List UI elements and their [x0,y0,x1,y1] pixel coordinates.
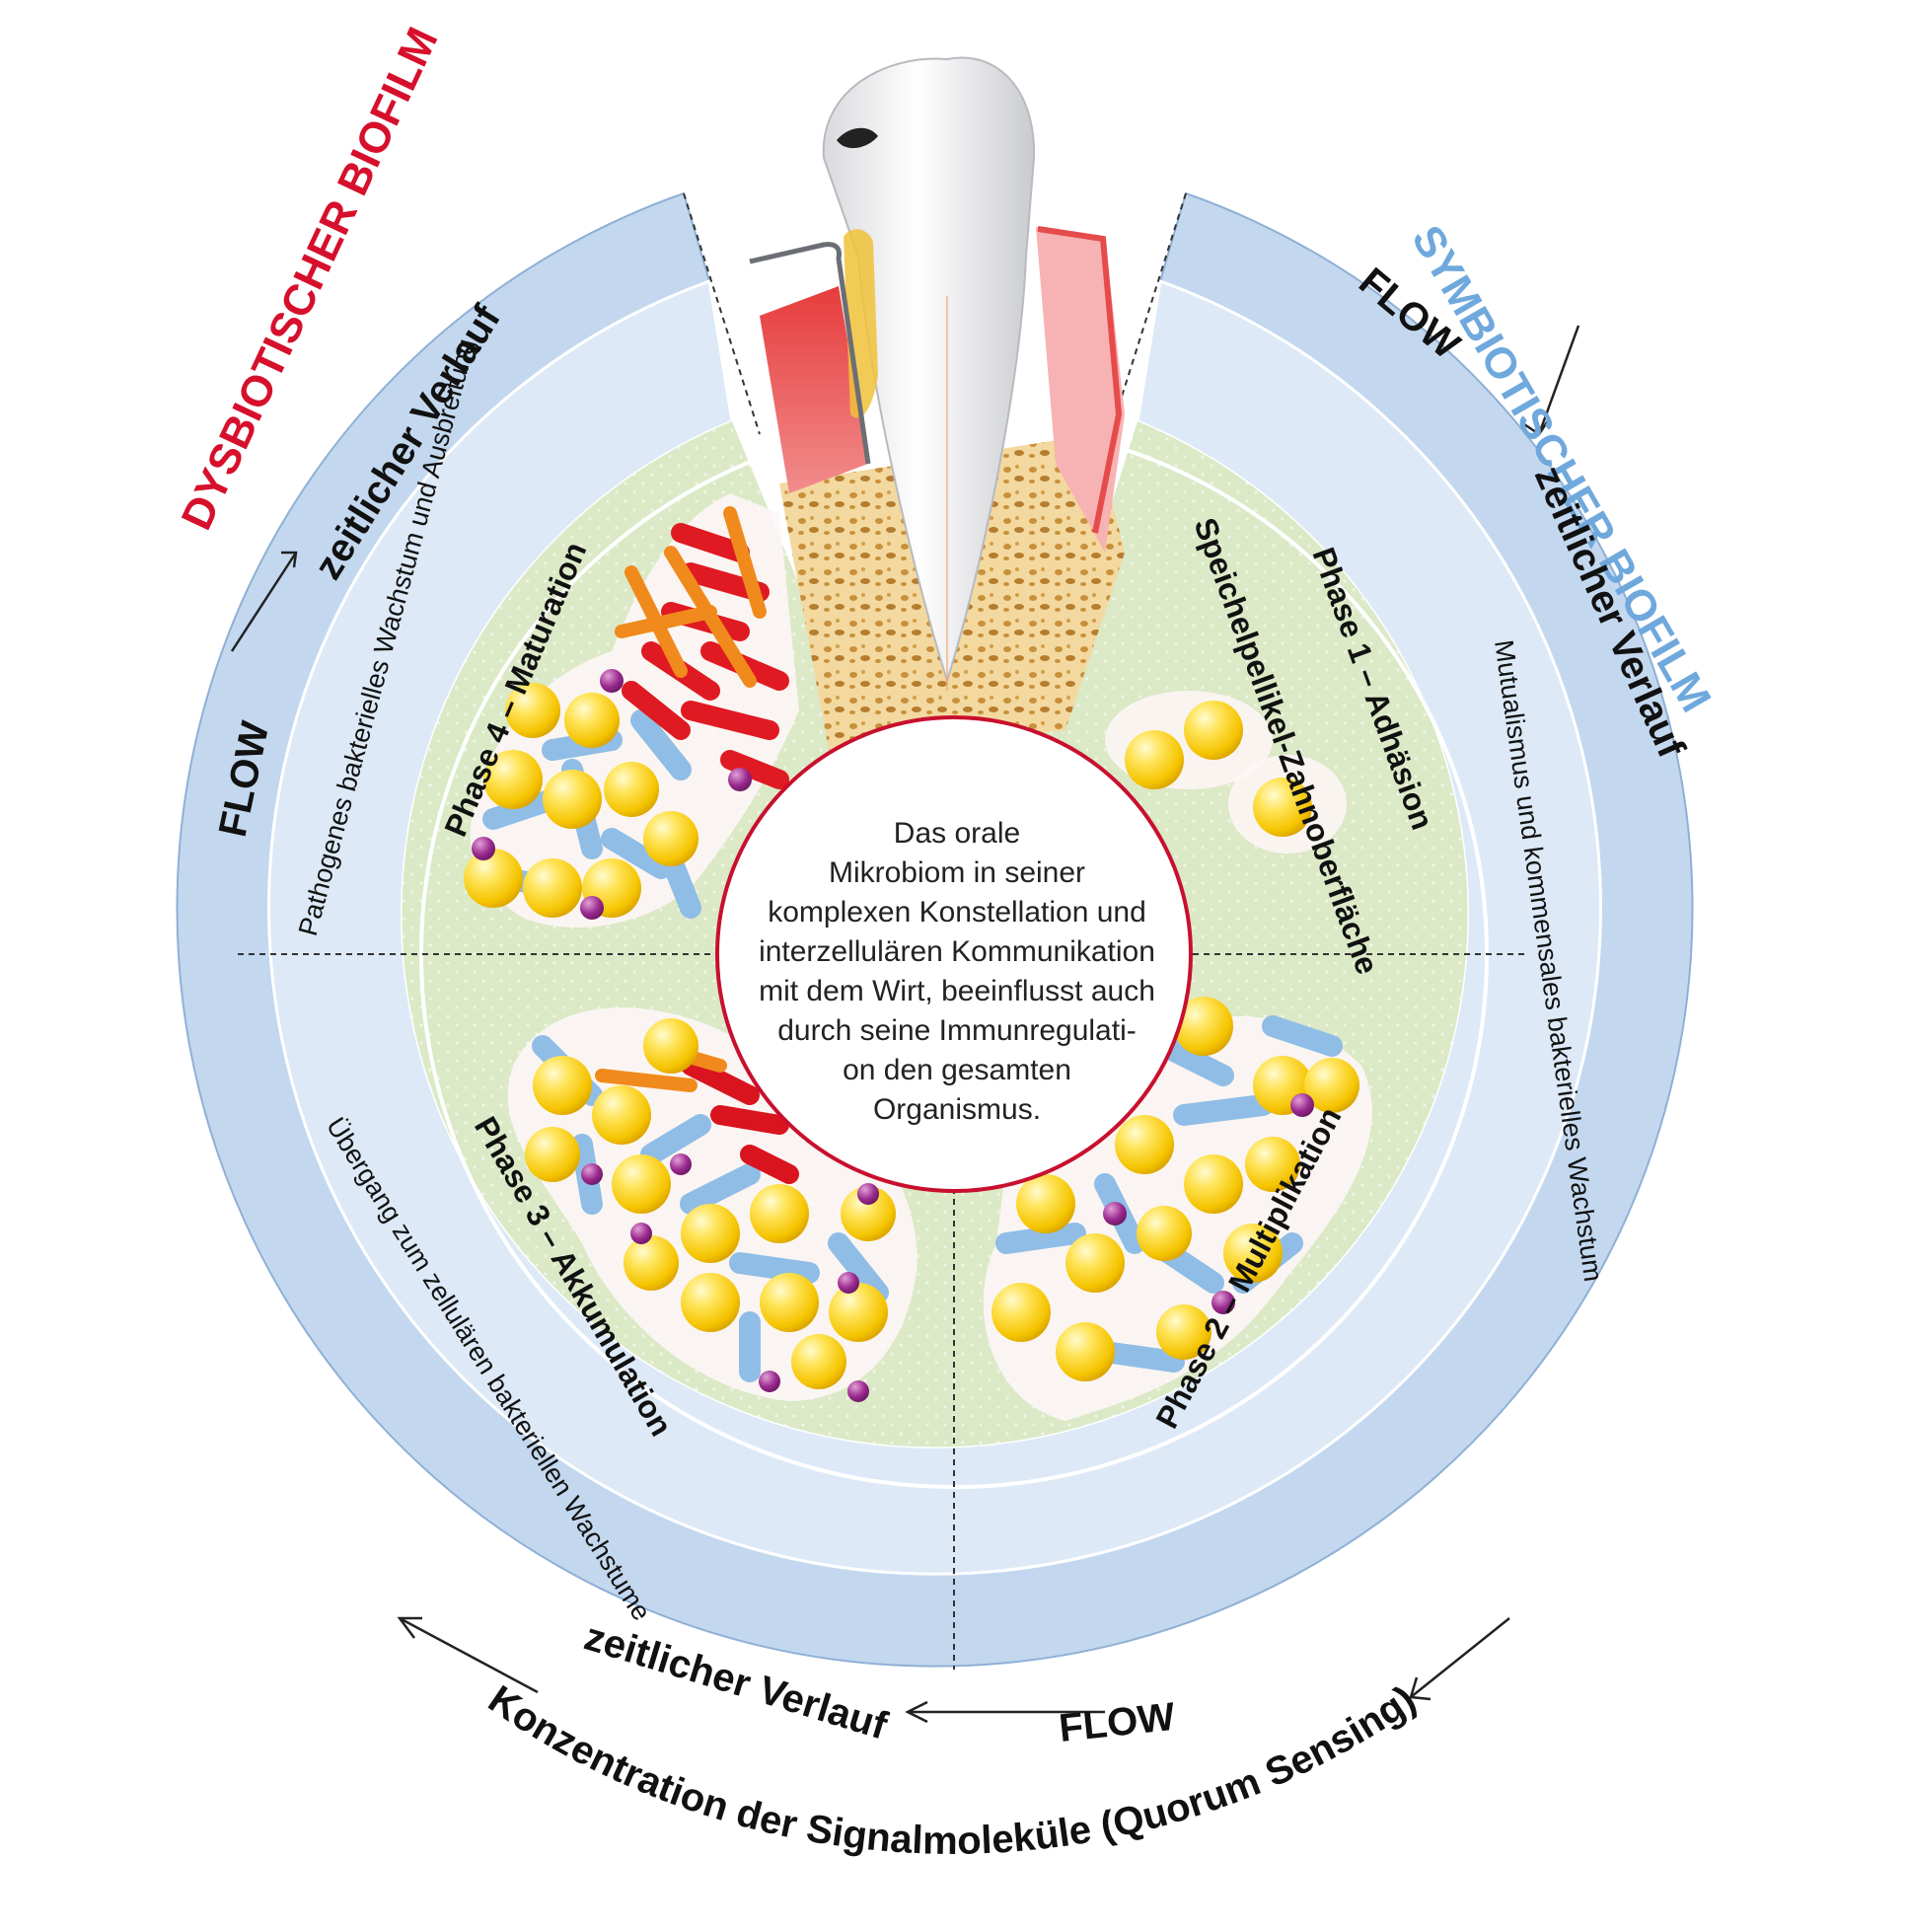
center-line-6: durch seine Immunregulati- [777,1014,1137,1047]
center-circle [715,715,1193,1193]
quorum-sensing-label: Konzentration der Signalmoleküle (Quorum… [480,1677,1424,1863]
phase1-bacteria [1105,691,1347,854]
center-line-4: interzellulären Kommunikation [759,935,1155,968]
flow-label-bottom: FLOW [1057,1695,1177,1750]
center-line-8: Organismus. [872,1093,1042,1126]
center-line-3: komplexen Konstellation und [768,896,1146,929]
tooth-illustration [749,56,1125,750]
center-description: Das orale Mikrobiom in seiner komplexen … [720,765,1194,1179]
center-line-5: mit dem Wirt, beeinflusst auch [759,975,1155,1007]
center-line-7: on den gesamten [843,1054,1071,1086]
center-line-2: Mikrobiom in seiner [828,856,1086,889]
center-line-1: Das orale [893,817,1021,850]
phase4-bacteria [464,493,799,928]
flow-arrows [230,325,1580,1724]
